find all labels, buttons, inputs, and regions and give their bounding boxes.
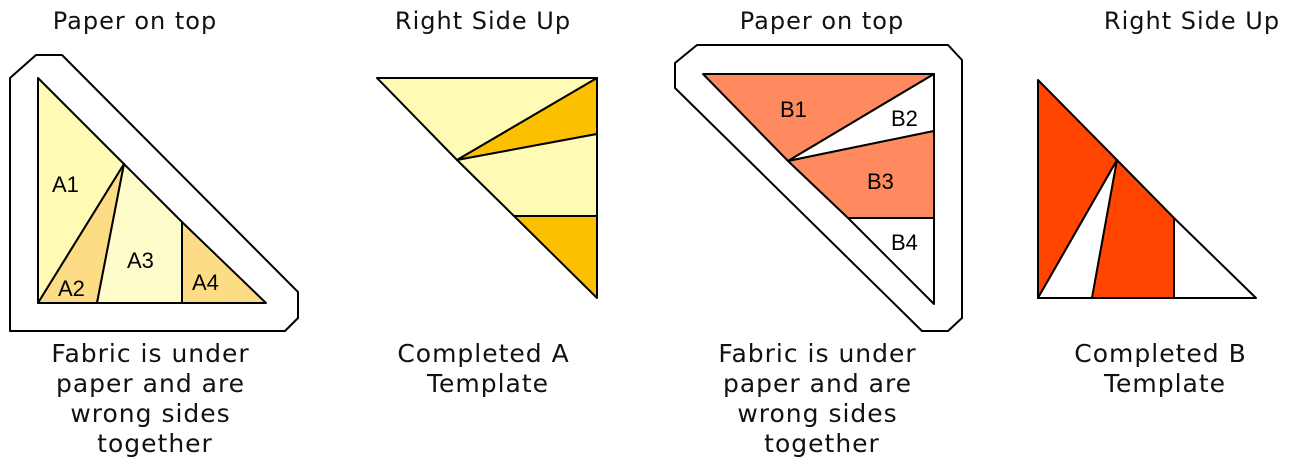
panel-b-completed: Right Side Up Completed B Template xyxy=(1037,7,1280,398)
panel-b-paper-heading: Paper on top xyxy=(740,7,904,35)
piece-b4 xyxy=(847,217,935,305)
panel-b-completed-heading: Right Side Up xyxy=(1104,7,1280,35)
panel-b-paper-on-top: Paper on top B1 B2 B3 B4 Fabric is under… xyxy=(674,7,963,458)
label-a4: A4 xyxy=(192,270,219,295)
label-b1: B1 xyxy=(780,97,807,122)
template-b-paper-outline xyxy=(674,44,963,332)
panel-a-completed-caption: Completed A Template xyxy=(397,339,578,398)
label-a2: A2 xyxy=(58,276,85,301)
panel-a-completed-heading: Right Side Up xyxy=(395,7,571,35)
panel-a-paper-caption: Fabric is under paper and are wrong side… xyxy=(51,339,258,458)
completed-b-tip-piece xyxy=(1173,217,1257,299)
panel-b-paper-caption: Fabric is under paper and are wrong side… xyxy=(718,339,925,458)
template-a-paper-outline xyxy=(9,54,299,332)
panel-a-completed: Right Side Up Completed A Template xyxy=(376,7,598,398)
panel-b-completed-caption: Completed B Template xyxy=(1074,339,1255,398)
panel-a-paper-heading: Paper on top xyxy=(53,7,217,35)
label-a1: A1 xyxy=(52,172,79,197)
label-b3: B3 xyxy=(867,169,894,194)
panel-a-paper-on-top: Paper on top A1 A2 A3 A4 Fabric is under… xyxy=(9,7,299,458)
completed-a-tip-piece xyxy=(513,215,598,299)
label-a3: A3 xyxy=(127,248,154,273)
label-b4: B4 xyxy=(891,230,918,255)
label-b2: B2 xyxy=(891,106,918,131)
piece-a4 xyxy=(181,221,267,304)
